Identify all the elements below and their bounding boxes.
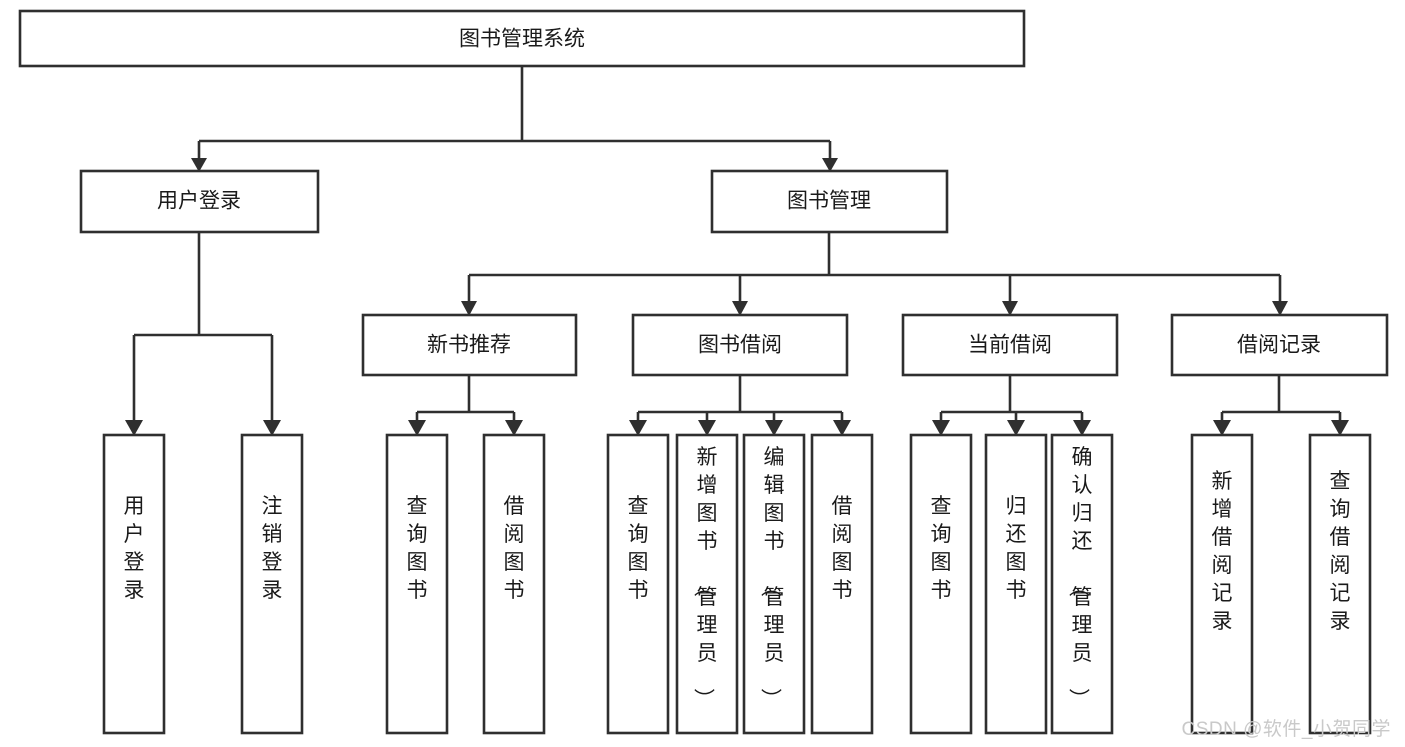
arrow-head-icon [932,420,950,436]
leaf-edit-book-box[interactable] [742,433,806,735]
node-book-manage-label: 图书管理 [787,190,871,213]
leaf-confirm-return[interactable]: 确认归还（管理员） [1050,433,1114,735]
leaf-add-record[interactable]: 新增借阅记录 [1190,433,1254,735]
leaf-query-book-borrow[interactable]: 查询图书 [606,433,670,735]
connector-book-manage-to-level3 [461,232,1288,316]
node-new-book-recommend[interactable]: 新书推荐 [361,313,578,377]
node-borrow-record[interactable]: 借阅记录 [1170,313,1389,377]
node-user-login[interactable]: 用户登录 [79,169,320,234]
leaf-query-book-cur[interactable]: 查询图书 [909,433,973,735]
leaf-query-record-box[interactable] [1308,433,1372,735]
leaf-borrow-book-rec[interactable]: 借阅图书 [482,433,546,735]
leaf-return-book[interactable]: 归还图书 [984,433,1048,735]
node-book-manage[interactable]: 图书管理 [710,169,949,234]
leaf-add-book-label: 新增图书（管理员） [692,446,718,709]
leaf-logout-box[interactable] [240,433,304,735]
node-root[interactable]: 图书管理系统 [18,9,1026,68]
leaf-return-book-label: 归还图书 [1006,495,1027,602]
leaf-user-login-label: 用户登录 [124,495,145,602]
arrow-head-icon [191,158,207,172]
arrow-head-icon [833,420,851,436]
node-user-login-label: 用户登录 [157,190,241,213]
arrow-head-icon [408,420,426,436]
node-current-borrow-box[interactable] [901,313,1119,377]
node-book-borrow[interactable]: 图书借阅 [631,313,849,377]
arrow-head-icon [125,420,143,436]
leaf-query-book-rec-label: 查询图书 [407,495,428,602]
leaf-borrow-book-rec-label: 借阅图书 [504,495,525,602]
arrow-head-icon [461,301,477,316]
leaf-query-book-rec[interactable]: 查询图书 [385,433,449,735]
leaf-borrow-book-label: 借阅图书 [832,495,853,602]
leaf-edit-book[interactable]: 编辑图书（管理员） [742,433,806,735]
connector-user-login-to-leaves [125,232,281,436]
node-borrow-record-label: 借阅记录 [1237,334,1321,357]
node-book-borrow-box[interactable] [631,313,849,377]
arrow-head-icon [698,420,716,436]
csdn-watermark: CSDN @软件_小贺同学 [1181,719,1391,740]
arrow-head-icon [1331,420,1349,436]
leaf-add-book[interactable]: 新增图书（管理员） [675,433,739,735]
node-user-login-box[interactable] [79,169,320,234]
arrow-head-icon [1002,301,1018,316]
node-root-label: 图书管理系统 [459,28,585,51]
leaf-query-book-rec-box[interactable] [385,433,449,735]
node-book-borrow-label: 图书借阅 [698,334,782,357]
node-borrow-record-box[interactable] [1170,313,1389,377]
leaf-query-book-cur-label: 查询图书 [931,495,952,602]
leaf-confirm-return-label: 确认归还（管理员） [1067,446,1093,709]
leaf-borrow-book-box[interactable] [810,433,874,735]
leaf-edit-book-label: 编辑图书（管理员） [759,446,785,709]
leaf-query-book-borrow-label: 查询图书 [628,495,649,602]
connector-book-borrow-to-leaves [629,375,851,436]
node-root-box[interactable] [18,9,1026,68]
arrow-head-icon [1007,420,1025,436]
arrow-head-icon [505,420,523,436]
arrow-head-icon [1073,420,1091,436]
leaf-borrow-book-rec-box[interactable] [482,433,546,735]
leaf-add-record-box[interactable] [1190,433,1254,735]
leaf-logout-label: 注销登录 [262,495,283,602]
leaf-query-record[interactable]: 查询借阅记录 [1308,433,1372,735]
node-current-borrow-label: 当前借阅 [968,334,1052,357]
connector-borrow-record-to-leaves [1213,375,1349,436]
leaf-borrow-book[interactable]: 借阅图书 [810,433,874,735]
arrow-head-icon [263,420,281,436]
arrow-head-icon [1213,420,1231,436]
leaf-user-login[interactable]: 用户登录 [102,433,166,735]
connector-root-to-level2 [191,66,838,172]
arrow-head-icon [732,301,748,316]
node-new-book-recommend-label: 新书推荐 [427,334,511,357]
leaf-add-book-box[interactable] [675,433,739,735]
leaf-user-login-box[interactable] [102,433,166,735]
arrow-head-icon [822,158,838,172]
connector-current-borrow-to-leaves [932,375,1091,436]
leaf-query-book-borrow-box[interactable] [606,433,670,735]
arrow-head-icon [765,420,783,436]
node-book-manage-box[interactable] [710,169,949,234]
leaf-add-record-label: 新增借阅记录 [1212,470,1233,633]
leaf-confirm-return-box[interactable] [1050,433,1114,735]
arrow-head-icon [1272,301,1288,316]
leaf-return-book-box[interactable] [984,433,1048,735]
leaf-query-record-label: 查询借阅记录 [1330,470,1351,633]
connector-new-book-recommend-to-leaves [408,375,523,436]
leaf-logout[interactable]: 注销登录 [240,433,304,735]
node-current-borrow[interactable]: 当前借阅 [901,313,1119,377]
arrow-head-icon [629,420,647,436]
leaf-query-book-cur-box[interactable] [909,433,973,735]
